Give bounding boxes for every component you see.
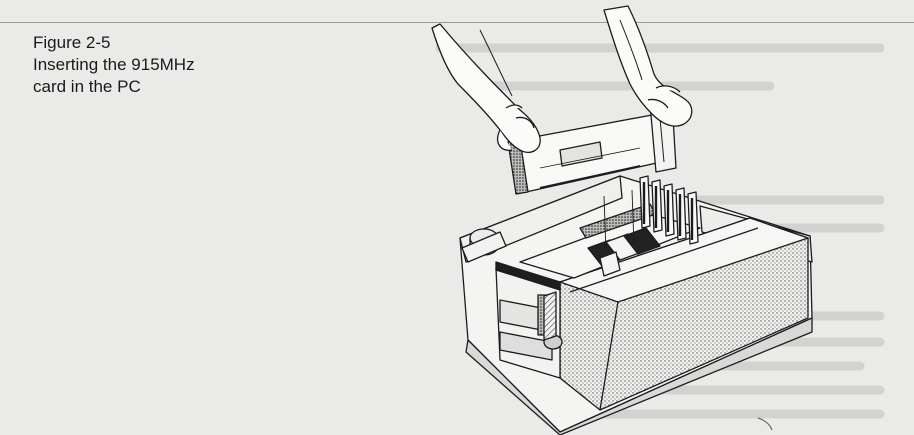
caption-figure-number: Figure 2-5 <box>33 33 111 52</box>
caption-title-line-1: Inserting the 915MHz <box>33 55 195 74</box>
caption-title-line-2: card in the PC <box>33 77 141 96</box>
board-component <box>461 228 507 263</box>
right-hand <box>603 5 693 127</box>
expansion-card <box>507 99 677 195</box>
memory-slots <box>587 227 661 277</box>
expansion-slot-brackets <box>639 175 699 245</box>
top-rule-divider <box>0 22 914 23</box>
drive-bay-block <box>559 217 809 411</box>
figure-caption: Figure 2-5 Inserting the 915MHz card in … <box>33 32 233 98</box>
left-hand <box>431 23 541 153</box>
card-retainer <box>495 261 561 341</box>
insertion-guide-lines <box>603 189 635 253</box>
page-mark <box>757 417 773 431</box>
